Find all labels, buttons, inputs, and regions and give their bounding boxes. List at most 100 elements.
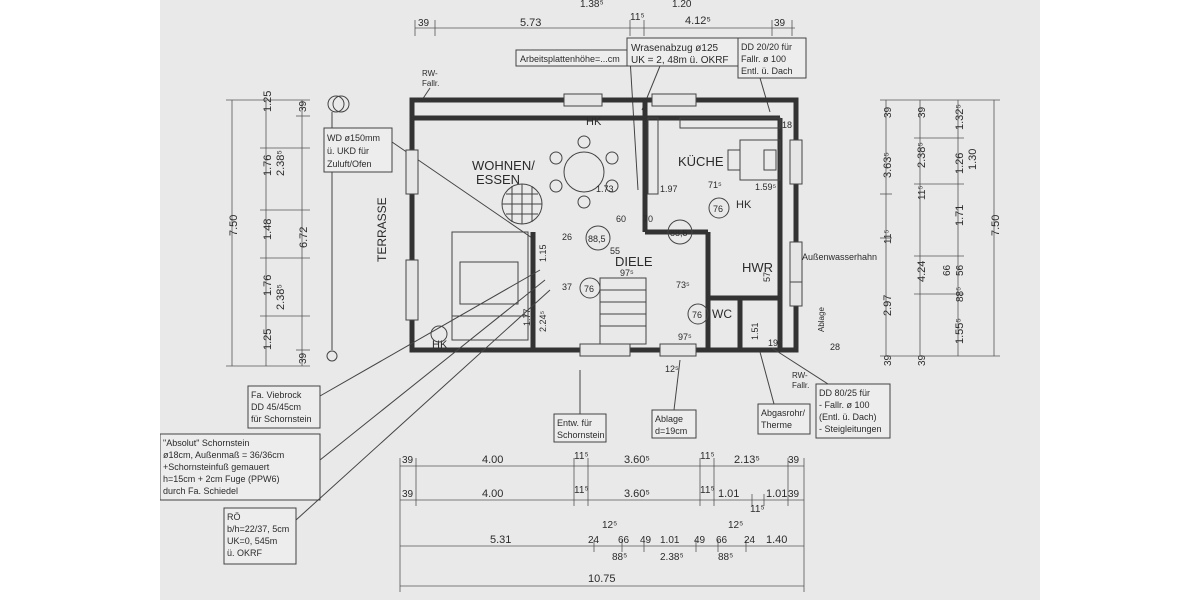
svg-text:11⁵: 11⁵ bbox=[700, 451, 715, 462]
top-dim-39-left: 39 bbox=[418, 18, 430, 29]
rw-label-top: RW- bbox=[422, 69, 438, 78]
svg-text:2.24⁵: 2.24⁵ bbox=[538, 310, 548, 332]
svg-text:1.73: 1.73 bbox=[596, 184, 614, 194]
circle-markers: 88,5 88,5 76 76 76 bbox=[579, 197, 730, 325]
svg-text:24: 24 bbox=[588, 535, 600, 546]
svg-text:d=19cm: d=19cm bbox=[655, 426, 687, 436]
svg-text:1.32⁵: 1.32⁵ bbox=[954, 104, 966, 130]
room-label-hwr: HWR bbox=[742, 260, 773, 275]
bottom-dimension-chains: 39 4.00 11⁵ 3.60⁵ 11⁵ 2.13⁵ 39 39 4.00 1… bbox=[399, 451, 805, 592]
room-label-wohnen: WOHNEN/ bbox=[472, 158, 535, 173]
svg-text:3.60⁵: 3.60⁵ bbox=[624, 454, 650, 466]
note-ablage: Ablage d=19cm bbox=[651, 359, 697, 439]
note-abgasrohr: Abgasrohr/ Therme bbox=[757, 351, 811, 435]
floor-plan-drawing: 39 5.73 11⁵ 4.12⁵ 39 1.38⁵ 1.20 Arbeitsp… bbox=[160, 0, 1002, 592]
svg-text:3.60⁵: 3.60⁵ bbox=[624, 488, 650, 500]
svg-text:Schornstein: Schornstein bbox=[557, 430, 605, 440]
rw-fallr-label-top: Fallr. bbox=[422, 79, 439, 88]
top-dim-573: 5.73 bbox=[520, 17, 541, 29]
svg-text:70: 70 bbox=[643, 214, 653, 224]
building-walls bbox=[409, 97, 799, 353]
svg-text:UK = 2, 48m ü. OKRF: UK = 2, 48m ü. OKRF bbox=[631, 55, 729, 66]
note-dd-80-25: DD 80/25 für - Fallr. ø 100 (Entl. ü. Da… bbox=[771, 347, 891, 439]
room-label-wc: WC bbox=[712, 307, 732, 321]
left-39-bottom: 39 bbox=[298, 352, 309, 364]
left-39-top: 39 bbox=[298, 100, 309, 112]
svg-text:1.01: 1.01 bbox=[718, 488, 739, 500]
svg-text:für Schornstein: für Schornstein bbox=[251, 414, 312, 424]
svg-text:Arbeitsplattenhöhe=...cm: Arbeitsplattenhöhe=...cm bbox=[520, 54, 620, 64]
svg-text:88⁵: 88⁵ bbox=[718, 552, 733, 563]
label-ablage-small: Ablage bbox=[817, 307, 826, 332]
svg-text:Zuluft/Ofen: Zuluft/Ofen bbox=[327, 159, 372, 169]
svg-text:66: 66 bbox=[942, 264, 953, 276]
svg-text:11⁵: 11⁵ bbox=[883, 229, 894, 244]
svg-text:"Absolut" Schornstein: "Absolut" Schornstein bbox=[163, 438, 249, 448]
top-dim-115: 11⁵ bbox=[630, 12, 645, 23]
windows bbox=[405, 93, 803, 357]
svg-text:Wrasenabzug ø125: Wrasenabzug ø125 bbox=[631, 43, 719, 54]
svg-text:1.30: 1.30 bbox=[967, 149, 979, 170]
kitchen-dining-set bbox=[727, 139, 781, 181]
svg-text:+Schornsteinfuß gemauert: +Schornsteinfuß gemauert bbox=[163, 462, 270, 472]
hk-label-kueche: HK bbox=[736, 199, 752, 211]
svg-text:2.38⁵: 2.38⁵ bbox=[916, 142, 928, 168]
svg-text:24: 24 bbox=[744, 535, 756, 546]
svg-text:97⁵: 97⁵ bbox=[678, 332, 692, 342]
svg-text:Abgasrohr/: Abgasrohr/ bbox=[761, 408, 806, 418]
svg-text:- Fallr. ø 100: - Fallr. ø 100 bbox=[819, 400, 870, 410]
room-label-essen: ESSEN bbox=[476, 172, 520, 187]
svg-text:56: 56 bbox=[955, 264, 966, 276]
svg-text:h=15cm + 2cm Fuge (PPW6): h=15cm + 2cm Fuge (PPW6) bbox=[163, 474, 280, 484]
room-label-kueche: KÜCHE bbox=[678, 154, 724, 169]
left-dim-125-bottom: 1.25 bbox=[262, 329, 274, 350]
svg-text:1.01: 1.01 bbox=[766, 488, 787, 500]
svg-text:49: 49 bbox=[640, 535, 652, 546]
svg-text:Fallr. ø 100: Fallr. ø 100 bbox=[741, 54, 786, 64]
svg-text:4.00: 4.00 bbox=[482, 454, 503, 466]
label-aussenwasserhahn: Außenwasserhahn bbox=[802, 252, 877, 262]
top-dim-clipped-1: 1.38⁵ bbox=[580, 0, 604, 10]
svg-text:1.51: 1.51 bbox=[750, 322, 760, 340]
room-label-diele: DIELE bbox=[615, 254, 653, 269]
svg-text:76: 76 bbox=[584, 284, 594, 294]
svg-text:39: 39 bbox=[917, 354, 928, 366]
svg-text:39: 39 bbox=[788, 455, 800, 466]
svg-text:39: 39 bbox=[883, 106, 894, 118]
left-dimension-chains: 7.50 1.25 1.76 1.48 1.76 1.25 2.38⁵ 2.38… bbox=[226, 91, 310, 367]
svg-text:28: 28 bbox=[830, 342, 840, 352]
svg-text:1.01: 1.01 bbox=[660, 535, 680, 546]
svg-text:4.00: 4.00 bbox=[482, 488, 503, 500]
svg-text:5.31: 5.31 bbox=[490, 534, 511, 546]
left-total-672: 6.72 bbox=[298, 227, 310, 248]
svg-text:76: 76 bbox=[713, 204, 723, 214]
svg-text:3.63⁵: 3.63⁵ bbox=[882, 152, 894, 178]
note-roehre: RÖ b/h=22/37, 5cm UK=0, 545m ü. OKRF bbox=[223, 289, 551, 565]
svg-text:RÖ: RÖ bbox=[227, 512, 241, 522]
left-total-750: 7.50 bbox=[228, 215, 240, 236]
round-rug-grid bbox=[501, 183, 543, 225]
svg-text:UK=0, 545m: UK=0, 545m bbox=[227, 536, 277, 546]
hk-label-corner: HK bbox=[432, 339, 448, 351]
svg-text:1.97: 1.97 bbox=[660, 184, 678, 194]
note-wd-150: WD ø150mm ü. UKD für Zuluft/Ofen bbox=[323, 127, 536, 241]
svg-text:Entw. für: Entw. für bbox=[557, 418, 592, 428]
svg-text:2.97: 2.97 bbox=[882, 295, 894, 316]
svg-text:88⁵: 88⁵ bbox=[612, 552, 627, 563]
svg-text:durch Fa. Schiedel: durch Fa. Schiedel bbox=[163, 486, 238, 496]
svg-text:39: 39 bbox=[402, 455, 414, 466]
room-label-terrasse: TERRASSE bbox=[375, 197, 389, 262]
left-dim-2385-b: 2.38⁵ bbox=[275, 284, 287, 310]
svg-text:(Entl. ü. Dach): (Entl. ü. Dach) bbox=[819, 412, 877, 422]
svg-text:73⁵: 73⁵ bbox=[676, 280, 690, 290]
svg-text:DD 45/45cm: DD 45/45cm bbox=[251, 402, 301, 412]
hk-label-wohnen: HK bbox=[586, 116, 602, 128]
svg-text:Ablage: Ablage bbox=[655, 414, 683, 424]
note-viebrock: Fa. Viebrock DD 45/45cm für Schornstein bbox=[247, 269, 541, 429]
rw-label-bottom: RW- bbox=[792, 371, 808, 380]
svg-text:88,5: 88,5 bbox=[670, 228, 688, 238]
svg-text:49: 49 bbox=[694, 535, 706, 546]
svg-text:76: 76 bbox=[692, 310, 702, 320]
svg-text:7.50: 7.50 bbox=[990, 215, 1002, 236]
note-dd-20-20: DD 20/20 für Fallr. ø 100 Entl. ü. Dach bbox=[737, 37, 807, 113]
